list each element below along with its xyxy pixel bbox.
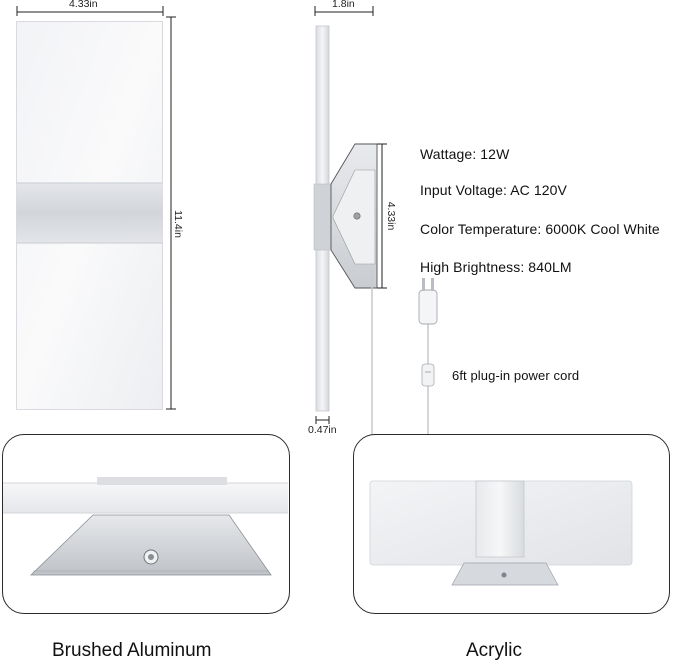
lamp-side-svg	[313, 25, 378, 424]
width-dimension: 4.33in	[16, 0, 164, 16]
acrylic-detail-svg	[369, 480, 633, 586]
height-dimension	[163, 16, 185, 412]
lamp-front-svg	[16, 21, 163, 410]
spec-color-temperature: Color Temperature: 6000K Cool White	[420, 221, 660, 237]
acrylic-detail-panel	[353, 434, 670, 614]
power-cord-svg	[371, 270, 438, 435]
acrylic-caption: Acrylic	[466, 640, 522, 661]
thickness-label: 0.47in	[308, 424, 337, 436]
spec-voltage: Input Voltage: AC 120V	[420, 182, 567, 198]
spec-brightness: High Brightness: 840LM	[420, 259, 572, 275]
spec-wattage: Wattage: 12W	[420, 146, 510, 162]
depth-label: 1.8in	[332, 0, 355, 10]
lamp-front-view	[16, 21, 163, 410]
mount-height-label: 4.33in	[385, 201, 397, 231]
power-cord	[340, 270, 450, 440]
depth-dimension: 1.8in	[314, 0, 374, 16]
height-dimension-line	[166, 16, 176, 410]
width-dimension-line	[16, 6, 164, 16]
mount-height-dimension	[375, 142, 389, 292]
aluminum-detail-panel	[2, 434, 290, 614]
mount-height-line	[377, 143, 387, 289]
aluminum-caption: Brushed Aluminum	[52, 640, 212, 661]
cord-label: 6ft plug-in power cord	[452, 368, 580, 383]
depth-dimension-line	[314, 6, 374, 16]
width-label: 4.33in	[69, 0, 98, 10]
aluminum-detail-svg	[3, 477, 288, 576]
lamp-side-view	[310, 20, 390, 434]
height-label: 11.4in	[172, 210, 184, 238]
